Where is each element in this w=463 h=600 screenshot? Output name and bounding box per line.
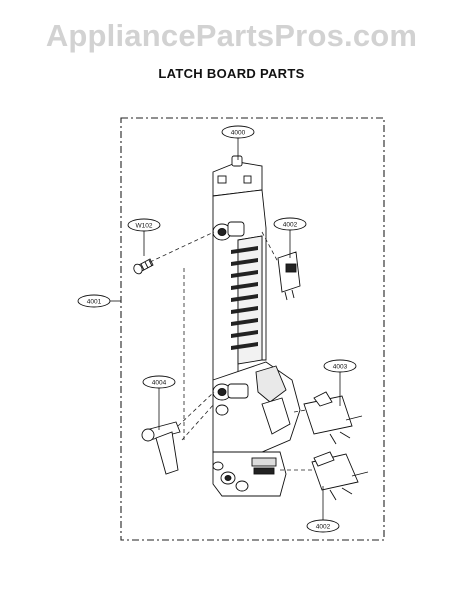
callout-4002-upper-label: 4002 [283, 222, 298, 229]
switch-4002-lower-part [311, 451, 369, 501]
callout-4004-label: 4004 [152, 380, 167, 387]
diagram-title: LATCH BOARD PARTS [158, 66, 305, 81]
callout-4000: 4000 [221, 125, 255, 139]
assembly-boundary [120, 117, 385, 541]
callout-4004: 4004 [142, 375, 176, 389]
screw-w102-part [133, 258, 154, 275]
callout-4002-lower-label: 4002 [316, 524, 331, 531]
leader-lines [110, 138, 341, 520]
callout-w102-label: W102 [136, 223, 153, 230]
latch-board-part [212, 155, 301, 497]
callout-4001-label: 4001 [87, 299, 102, 306]
callout-4003-label: 4003 [333, 364, 348, 371]
callout-4000-label: 4000 [231, 130, 246, 137]
callout-4003: 4003 [323, 359, 357, 373]
assembly-lines [149, 231, 314, 471]
site-watermark: AppliancePartsPros.com [45, 18, 418, 53]
latch-lever-4004-part [141, 421, 181, 475]
callout-4002-lower: 4002 [306, 519, 340, 533]
switch-4003-part [303, 391, 363, 445]
callout-4002-upper: 4002 [273, 217, 307, 231]
callout-4001: 4001 [77, 294, 111, 308]
callout-w102: W102 [127, 218, 161, 232]
switch-4002-upper-part [277, 251, 301, 301]
